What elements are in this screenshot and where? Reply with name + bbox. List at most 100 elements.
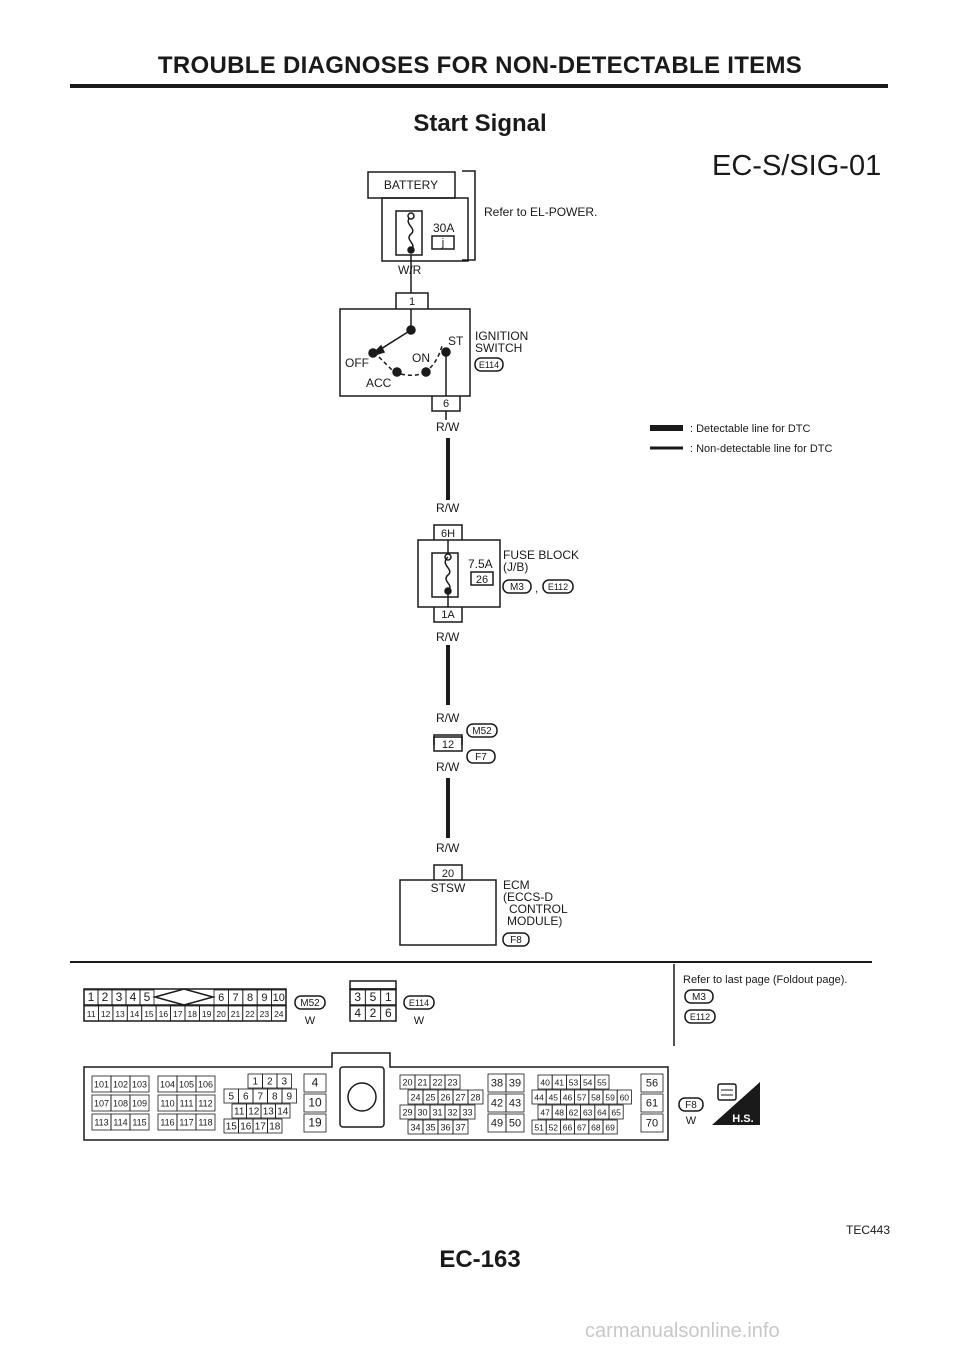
header-rule [70,84,888,88]
e114-pin-4: 4 [354,1006,361,1020]
m52-pin-2: 2 [102,990,109,1004]
m52-pin-1: 1 [88,990,95,1004]
wire-rw-label-1: R/W [436,420,460,434]
ecm-connector: F8 [510,935,522,946]
f8-pin-65-cell [608,1104,624,1120]
f8-pin-63: 63 [583,1108,593,1118]
f8-pin-106: 106 [198,1080,213,1090]
f8-pin-106-cell [195,1075,216,1093]
f8-pin-46: 46 [563,1093,573,1103]
ecm-name-2: (ECCS-D [503,890,553,904]
ign-pin1-connector [395,292,429,309]
f8-pin-117: 117 [179,1118,193,1128]
f8-pin-16: 16 [240,1122,252,1133]
f8-pin-6: 6 [243,1092,249,1103]
m52-pin-5: 5 [144,990,151,1004]
m52-pin-21: 21 [231,1009,241,1019]
f8-pin-9: 9 [286,1092,292,1103]
joint-pin-12: 12 [442,739,454,751]
f8-pin-22: 22 [432,1078,442,1088]
fuse-30a-label: 30A [433,221,454,235]
foldout-e112: E112 [690,1012,710,1022]
m52-pin-15: 15 [144,1009,154,1019]
f8-pin-69-cell [602,1119,618,1135]
fuse-30a-id: j [441,237,444,249]
ecm-terminal-stsw: STSW [431,881,466,895]
m52-pin-10-cell [271,989,287,1006]
f8-pin-58: 58 [591,1093,601,1103]
f8-pin-24: 24 [410,1093,420,1103]
f8-pin-11: 11 [234,1107,245,1118]
f8-pin-113: 113 [94,1118,108,1128]
figure-code: TEC443 [846,1223,891,1237]
ign-pin-1: 1 [409,296,415,308]
f8-pin-114: 114 [113,1118,127,1128]
f8-pin-32: 32 [447,1108,457,1118]
e114-pin-2: 2 [370,1006,377,1020]
f8-pin-18-cell [267,1118,283,1134]
f8-pin-118-cell [195,1113,216,1131]
fuse-block-name-2: (J/B) [503,560,528,574]
f8-pin-67: 67 [577,1123,587,1133]
f8-pin-52: 52 [549,1123,559,1133]
ign-pos-off: OFF [345,356,369,370]
fuse-26-box [470,571,494,586]
joint-conn-f7: F7 [475,752,487,763]
f8-pin-49: 49 [491,1118,503,1130]
f8-pin-44: 44 [534,1093,544,1103]
f8-pin-29: 29 [402,1108,412,1118]
e114-pin-1: 1 [385,990,392,1004]
f8-pin-1: 1 [252,1077,258,1088]
ign-pin-6: 6 [443,398,449,410]
f8-pin-48: 48 [555,1108,565,1118]
f8-pin-56: 56 [646,1078,658,1090]
f8-pin-9-cell [281,1088,297,1104]
f8-pin-115: 115 [132,1118,146,1128]
f8-pin-65: 65 [611,1108,621,1118]
f8-pin-25: 25 [425,1093,435,1103]
m52-pin-12: 12 [101,1009,111,1019]
f8-pin-50-cell [505,1113,525,1133]
f8-pin-109-cell [129,1094,150,1112]
f8-pin-42: 42 [491,1098,503,1110]
f8-pin-55-cell [594,1074,610,1090]
e114-pin-6: 6 [385,1006,392,1020]
fuse-30a-inner [395,210,423,256]
f8-pin-56-cell [640,1073,664,1093]
battery-label: BATTERY [384,178,438,192]
f8-pin-33: 33 [462,1108,472,1118]
fuse-75a-label: 7.5A [468,557,493,571]
page-header: TROUBLE DIAGNOSES FOR NON-DETECTABLE ITE… [157,52,803,79]
f8-pin-70-cell [640,1113,664,1133]
wire-rw-label-6: R/W [436,841,460,855]
f8-pin-27: 27 [455,1093,465,1103]
e114-tag-label: E114 [409,998,429,1008]
f8-pin-57: 57 [577,1093,587,1103]
f8-pin-101: 101 [94,1080,109,1090]
m52-pin-9: 9 [261,992,267,1004]
f8-pin-69: 69 [605,1123,615,1133]
f8-pin-64: 64 [597,1108,607,1118]
ecm-pin-20: 20 [442,868,454,880]
fuse-block-box [417,539,501,608]
f8-pin-51: 51 [534,1123,544,1133]
f8-pin-61: 61 [646,1098,658,1110]
f8-pin-21: 21 [417,1078,427,1088]
legend-non-detectable: : Non-detectable line for DTC [690,443,833,455]
f8-pin-118: 118 [198,1118,212,1128]
f8-pin-10: 10 [308,1096,322,1110]
fuse-block-name-1: FUSE BLOCK [503,548,579,562]
f8-pin-107: 107 [94,1099,109,1109]
diagram-title: Start Signal [413,110,547,137]
wire-rw-label-4: R/W [436,711,460,725]
f8-pin-8: 8 [272,1092,278,1103]
f8-pin-62: 62 [569,1108,579,1118]
f8-pin-53: 53 [569,1078,579,1088]
m52-pin-11: 11 [87,1009,96,1019]
f8-pin-14-cell [275,1103,291,1119]
m52-pin-16: 16 [159,1009,169,1019]
connector-e114-tag [474,357,504,372]
connector-m52-tag [466,723,498,738]
connector-e112-tag [542,579,574,594]
